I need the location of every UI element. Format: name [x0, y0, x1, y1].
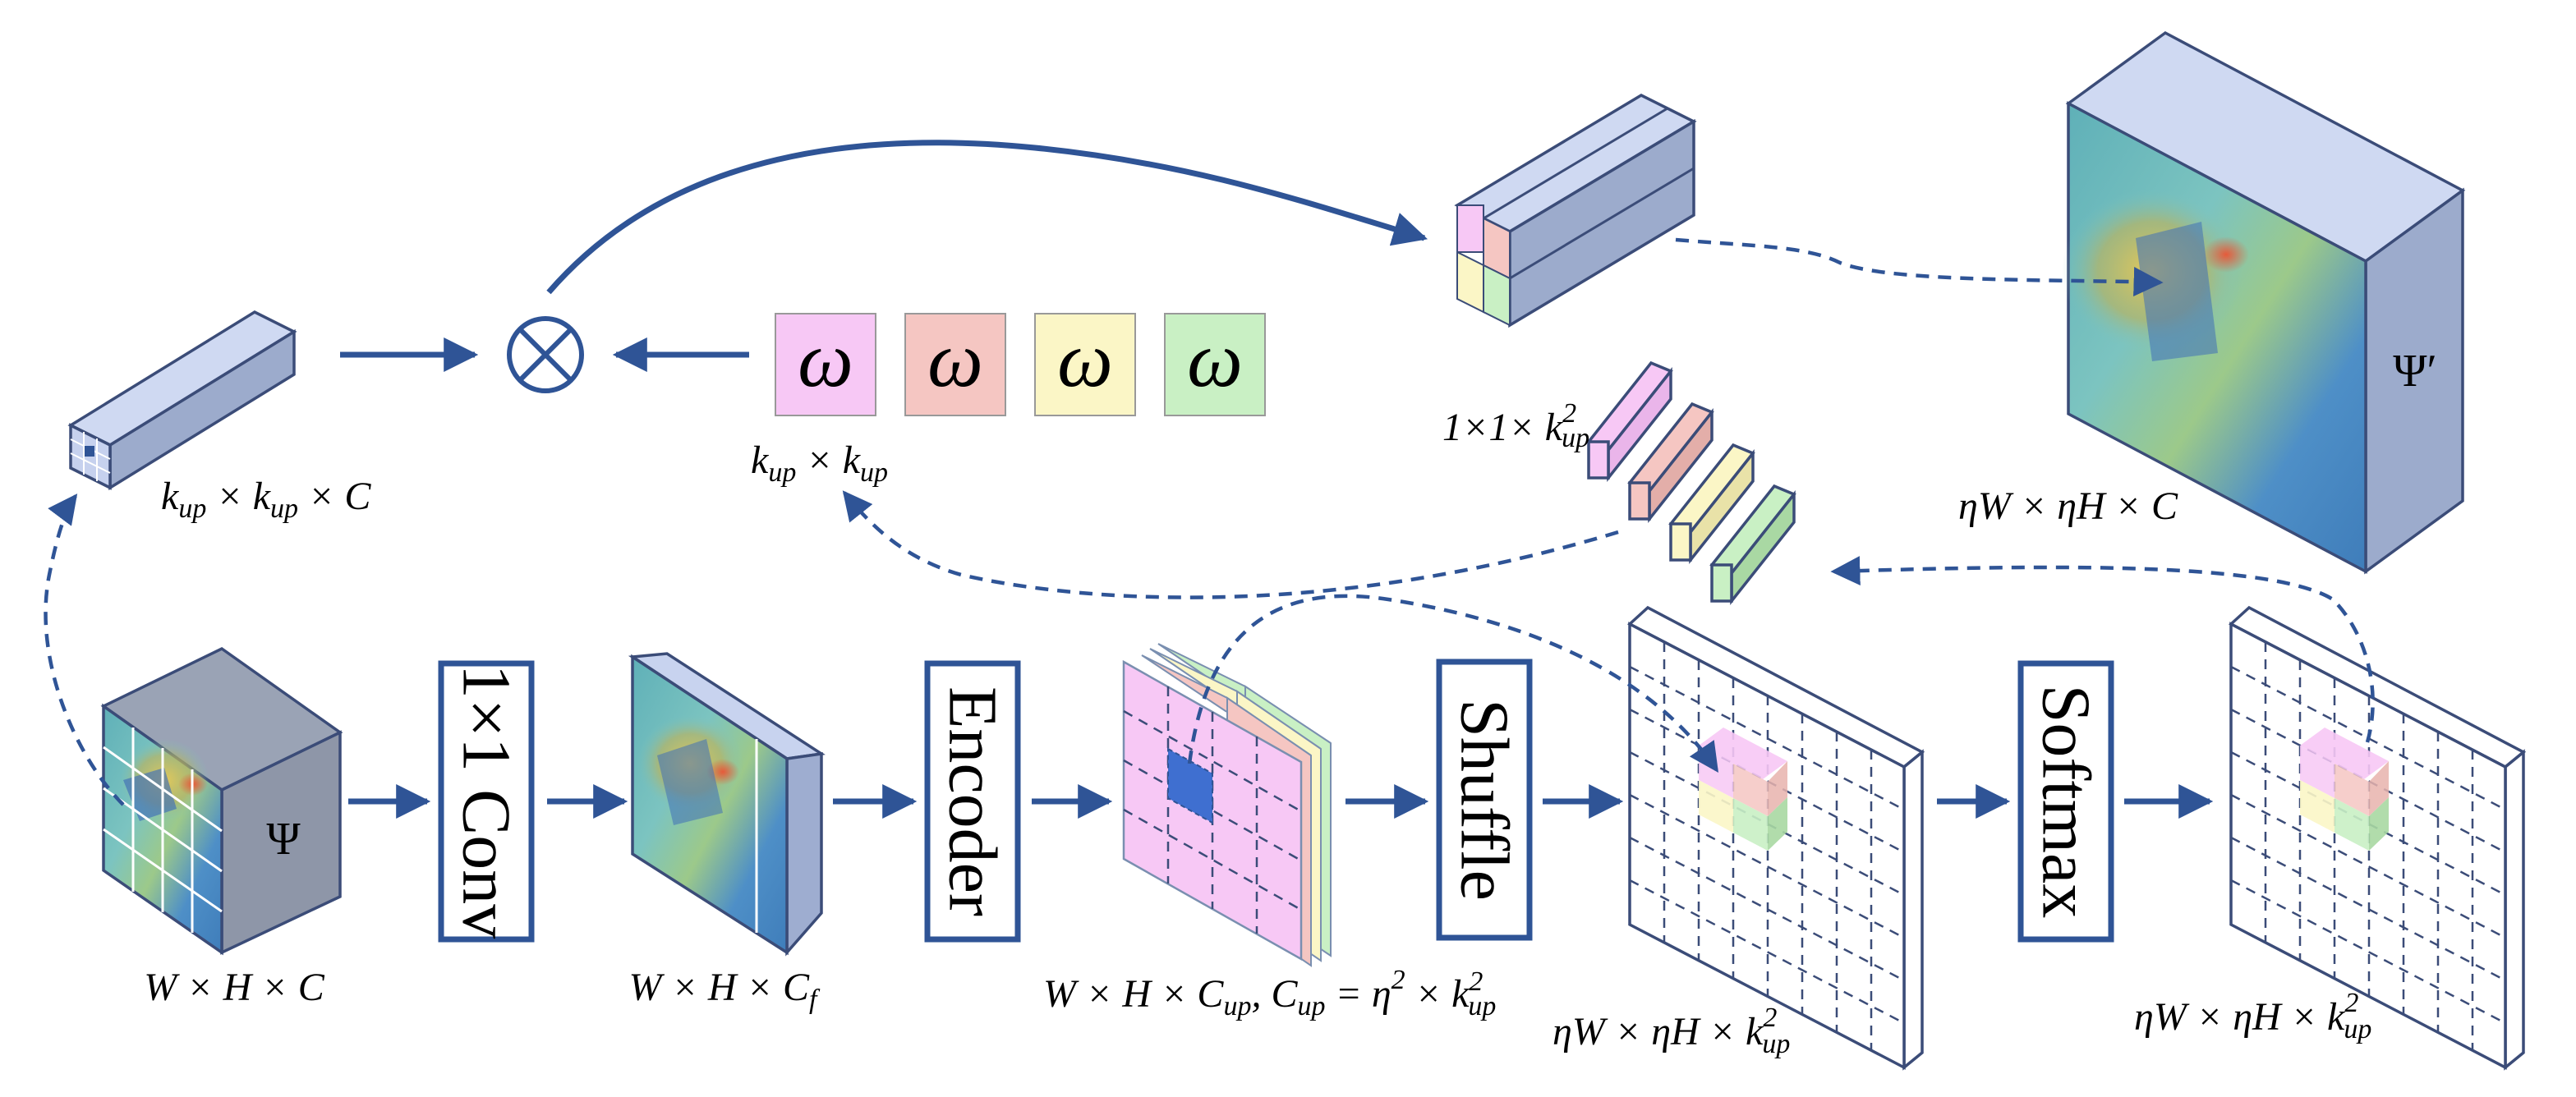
omega-1: ω: [798, 315, 853, 403]
encoder-label: Encoder: [935, 686, 1011, 916]
shuffle-label: Shuffle: [1447, 699, 1523, 901]
encoder-node: Encoder: [924, 660, 1021, 943]
input-feature-cube: Ψ: [100, 646, 343, 956]
patch-column: [67, 310, 297, 491]
omega-3: ω: [1057, 315, 1113, 403]
output-feature-cube: Ψ′: [2062, 30, 2466, 575]
conv-node: 1×1 Conv: [438, 660, 535, 943]
omega-4: ω: [1187, 315, 1243, 403]
compressed-feature-cube: [628, 652, 826, 957]
psi-symbol: Ψ: [266, 814, 301, 865]
omega-2: ω: [927, 315, 983, 403]
conv-label: 1×1 Conv: [448, 664, 525, 939]
softmax-label: Softmax: [2028, 685, 2104, 919]
dashed-connectors: [44, 237, 2375, 806]
compressed-caption: W × H × Cf: [629, 966, 821, 1015]
shuffled-kernel-grid: [1626, 605, 1925, 1071]
weights-caption: kup × kup: [751, 438, 888, 488]
shuffle-node: Shuffle: [1436, 659, 1533, 941]
encoded-channel-stack: [1122, 643, 1332, 967]
softmaxed-kernel-grid: [2228, 605, 2527, 1071]
softmax-node: Softmax: [2017, 660, 2114, 943]
output-caption: ηW × ηH × C: [1958, 484, 2178, 528]
otimes-operator: [507, 316, 584, 393]
patch-caption: kup × kup × C: [161, 475, 371, 524]
kernel-bars: [1586, 360, 1796, 606]
reassembled-bar: [1454, 94, 1697, 328]
input-caption: W × H × C: [144, 966, 324, 1009]
weight-squares: ω ω ω ω: [775, 313, 1266, 416]
psi-prime-symbol: Ψ′: [2393, 346, 2437, 397]
